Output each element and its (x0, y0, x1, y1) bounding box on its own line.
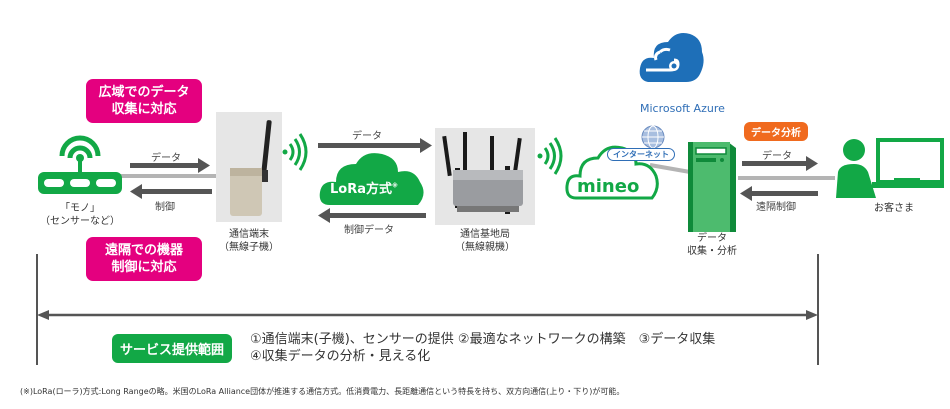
azure-label: Microsoft Azure (640, 102, 725, 115)
sensor-device-icon (38, 135, 122, 194)
server-icon (688, 142, 736, 232)
base-station-label-line1: 通信基地局 (460, 229, 510, 240)
customer-label: お客さま (874, 203, 914, 214)
arrow-label-data-3: データ (762, 151, 792, 162)
service-scope-badge: サービス提供範囲 (112, 334, 233, 363)
customer-with-monitor-icon (836, 138, 944, 198)
lora-footnote-mark: ※ (392, 182, 398, 190)
base-station-icon (442, 132, 523, 214)
badge-line: 収集に対応 (111, 102, 177, 117)
service-scope-bracket (36, 254, 819, 365)
arrow-left-remote-control (740, 186, 818, 201)
base-station-label: 通信基地局 （無線親機） (450, 228, 520, 254)
base-station-label-line2: （無線親機） (455, 242, 515, 253)
mineo-logo-text: mineo (577, 176, 640, 197)
internet-cloud-label: インターネット (607, 148, 675, 161)
lora-cloud-label: LoRa方式※ (330, 178, 398, 197)
service-scope-line2: ④収集データの分析・見える化 (250, 349, 431, 364)
arrow-right-data-1 (130, 158, 210, 173)
badge-line: 遠隔での機器 (104, 243, 183, 258)
terminal-label-line1: 通信端末 (229, 229, 269, 240)
collector-label: データ 収集・分析 (680, 232, 744, 258)
data-analysis-badge: データ分析 (744, 122, 808, 141)
arrow-label-control-2: 制御データ (344, 225, 394, 236)
thing-label-line2: （センサーなど） (40, 216, 120, 227)
badge-line: 広域でのデータ (98, 85, 190, 100)
terminal-device-icon (230, 120, 272, 216)
service-scope-description: ①通信端末(子機)、センサーの提供 ②最適なネットワークの構築 ③データ収集 ④… (250, 331, 715, 365)
remote-control-badge: 遠隔での機器 制御に対応 (86, 237, 202, 281)
wide-area-collection-badge: 広域でのデータ 収集に対応 (86, 79, 202, 123)
globe-icon (641, 125, 665, 149)
badge-line: 制御に対応 (111, 260, 177, 275)
thing-label: 「モノ」 （センサーなど） (40, 202, 120, 228)
lora-footnote: (※)LoRa(ローラ)方式:Long Rangeの略。米国のLoRa Alli… (20, 387, 625, 396)
arrow-label-data-1: データ (151, 153, 181, 164)
arrow-left-control-1 (130, 184, 212, 199)
lora-cloud-icon (319, 153, 424, 205)
arrow-right-data-3 (742, 156, 818, 171)
connector-internet-server (649, 163, 691, 174)
collector-label-line2: 収集・分析 (687, 246, 737, 257)
azure-cloud-icon (639, 33, 704, 82)
base-station-photo (435, 128, 535, 225)
collector-label-line1: データ (697, 233, 727, 244)
arrow-right-data-2 (318, 138, 432, 153)
terminal-label-line2: （無線子機） (219, 242, 279, 253)
arrow-label-data-2: データ (352, 131, 382, 142)
service-scope-line1: ①通信端末(子機)、センサーの提供 ②最適なネットワークの構築 ③データ収集 (250, 332, 716, 347)
arrow-left-control-2 (318, 208, 426, 223)
terminal-device-photo (216, 112, 282, 222)
wireless-wave-icon (282, 133, 308, 171)
arrow-label-remote-control: 遠隔制御 (756, 202, 796, 213)
arrow-label-control-1: 制御 (155, 202, 175, 213)
thing-label-line1: 「モノ」 (60, 203, 100, 214)
lora-label-text: LoRa方式 (330, 182, 392, 197)
terminal-label: 通信端末 （無線子機） (214, 228, 284, 254)
wireless-wave-icon (537, 137, 563, 175)
